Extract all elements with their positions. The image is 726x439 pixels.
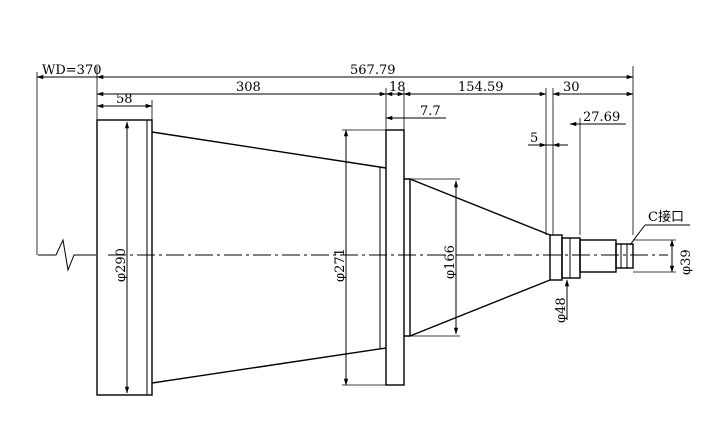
label-27-69: 27.69 — [583, 110, 620, 125]
neck — [549, 234, 563, 281]
mount-leader — [629, 224, 646, 246]
label-dia-290: φ290 — [114, 248, 129, 282]
break-symbol — [38, 238, 96, 272]
label-7-7: 7.7 — [420, 104, 441, 119]
label-5: 5 — [530, 131, 538, 146]
label-308: 308 — [236, 80, 261, 95]
label-30: 30 — [563, 80, 580, 95]
mount-thread — [615, 243, 634, 269]
flange — [385, 129, 405, 386]
label-dia-166: φ166 — [443, 245, 458, 279]
label-154-59: 154.59 — [458, 80, 504, 95]
label-58: 58 — [116, 92, 133, 107]
mount-body — [579, 239, 617, 273]
mid-body — [404, 178, 411, 337]
neck-ring — [561, 237, 581, 279]
front-cone — [151, 131, 387, 384]
label-dia-48: φ48 — [554, 297, 569, 323]
label-overall: 567.79 — [350, 63, 396, 78]
front-plate — [96, 119, 153, 396]
rear-cone — [409, 178, 551, 337]
label-c-mount: C接口 — [648, 209, 684, 225]
label-wd: WD=370 — [42, 63, 102, 78]
label-18: 18 — [389, 80, 406, 95]
label-dia-39: φ39 — [679, 249, 694, 275]
label-dia-271: φ271 — [333, 248, 348, 282]
